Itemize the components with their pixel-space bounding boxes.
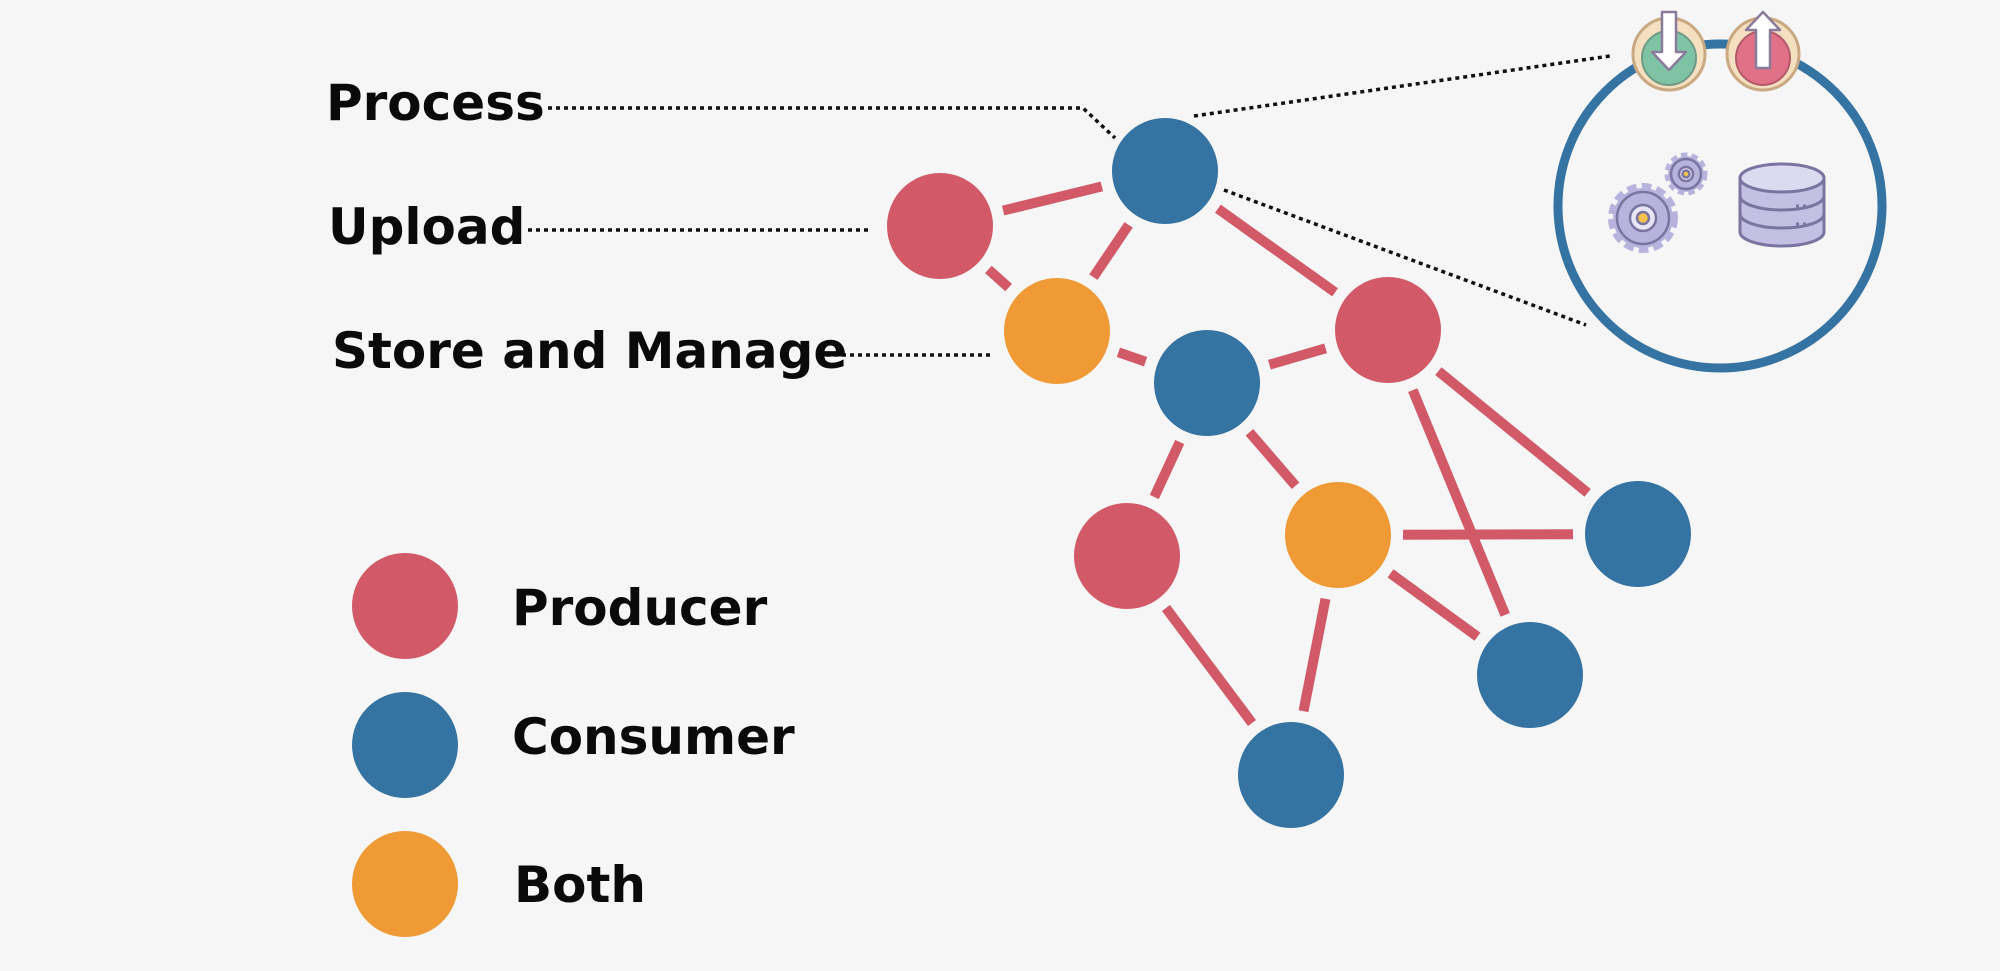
- leader-lines: [528, 54, 1611, 357]
- edge-n5-n8: [1435, 367, 1591, 497]
- edge-n4-n5: [1267, 343, 1328, 370]
- edge-n4-n6: [1149, 439, 1185, 500]
- label-store-manage: Store and Manage: [332, 322, 847, 380]
- node-consumer: [1112, 118, 1218, 224]
- leader-zoom-bottom: [1223, 188, 1587, 327]
- upload-icon: [1725, 10, 1801, 92]
- legend-producer-label: Producer: [512, 579, 768, 637]
- edge-n3-n1: [1089, 222, 1133, 280]
- database-icon: [1738, 162, 1826, 248]
- leader-zoom-top: [1193, 54, 1611, 118]
- edge-n2-n3: [985, 265, 1012, 292]
- edge-n7-n10: [1298, 597, 1331, 713]
- edge-n4-n7: [1245, 428, 1300, 490]
- zoom-bubble: [1553, 10, 1887, 373]
- network-edges: [985, 181, 1591, 726]
- node-consumer: [1477, 622, 1583, 728]
- node-producer: [1335, 277, 1441, 383]
- node-producer: [887, 173, 993, 279]
- node-both: [1285, 482, 1391, 588]
- legend-consumer-label: Consumer: [512, 708, 795, 766]
- edge-n3-n4: [1116, 347, 1148, 367]
- label-process: Process: [326, 74, 545, 132]
- edge-n2-n1: [1001, 181, 1104, 216]
- zoom-circle: [1553, 39, 1887, 373]
- network-nodes: [887, 118, 1691, 828]
- label-upload: Upload: [328, 198, 525, 256]
- node-both: [1004, 278, 1110, 384]
- legend-consumer-swatch: [352, 692, 458, 798]
- edge-n5-n9: [1408, 388, 1510, 617]
- node-producer: [1074, 503, 1180, 609]
- edge-n6-n10: [1161, 605, 1257, 726]
- leader-process: [548, 106, 1117, 140]
- gears-icon: [1608, 152, 1708, 253]
- edge-n7-n9: [1387, 569, 1481, 641]
- edge-n7-n8: [1402, 529, 1574, 540]
- legend: Producer Consumer Both: [352, 553, 795, 937]
- node-consumer: [1585, 481, 1691, 587]
- legend-producer-swatch: [352, 553, 458, 659]
- legend-both-swatch: [352, 831, 458, 937]
- legend-both-label: Both: [514, 856, 646, 914]
- edge-n1-n5: [1215, 204, 1338, 297]
- download-icon: [1631, 10, 1707, 92]
- node-consumer: [1154, 330, 1260, 436]
- node-consumer: [1238, 722, 1344, 828]
